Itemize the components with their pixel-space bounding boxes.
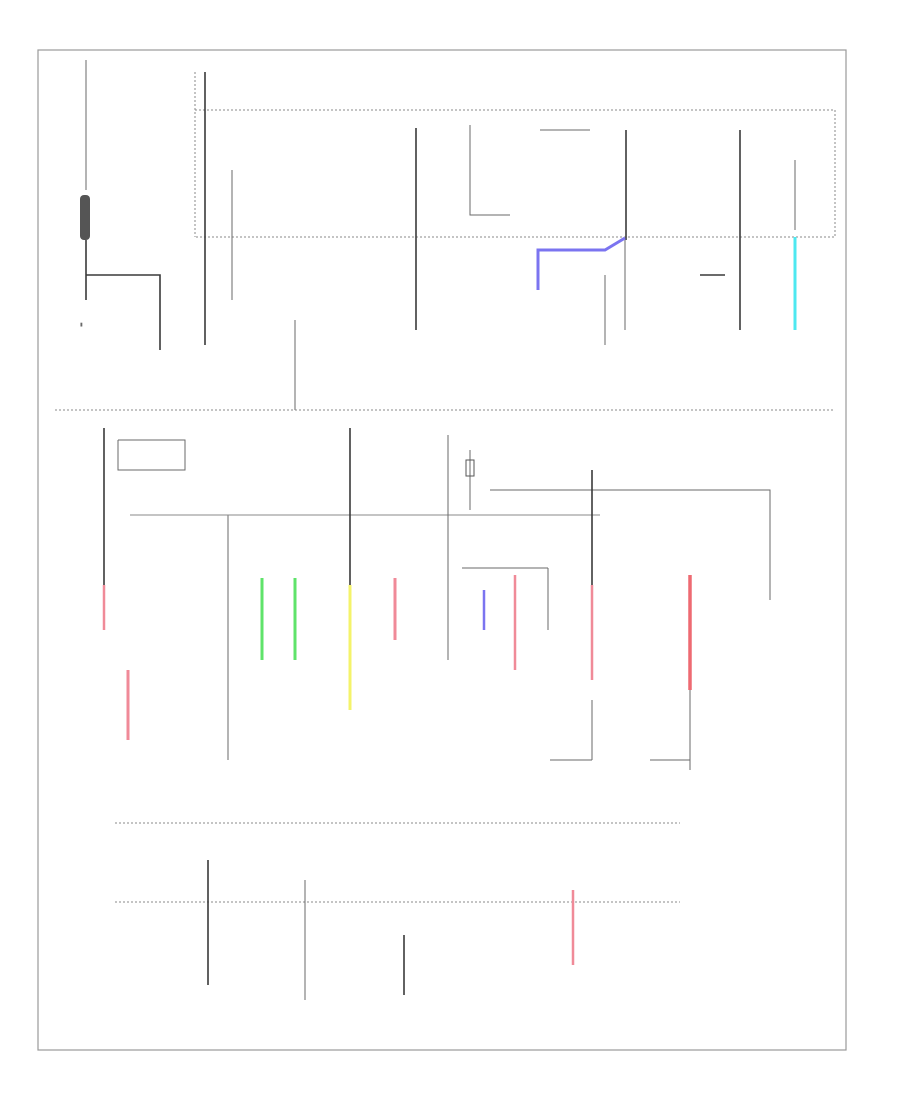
diagram-frame xyxy=(37,49,847,1051)
battery-fusible-link: ▮ xyxy=(80,60,161,350)
svg-text:▮: ▮ xyxy=(80,322,83,328)
engine-room-relay-block-outline xyxy=(195,109,836,238)
wire-blue xyxy=(536,236,626,290)
